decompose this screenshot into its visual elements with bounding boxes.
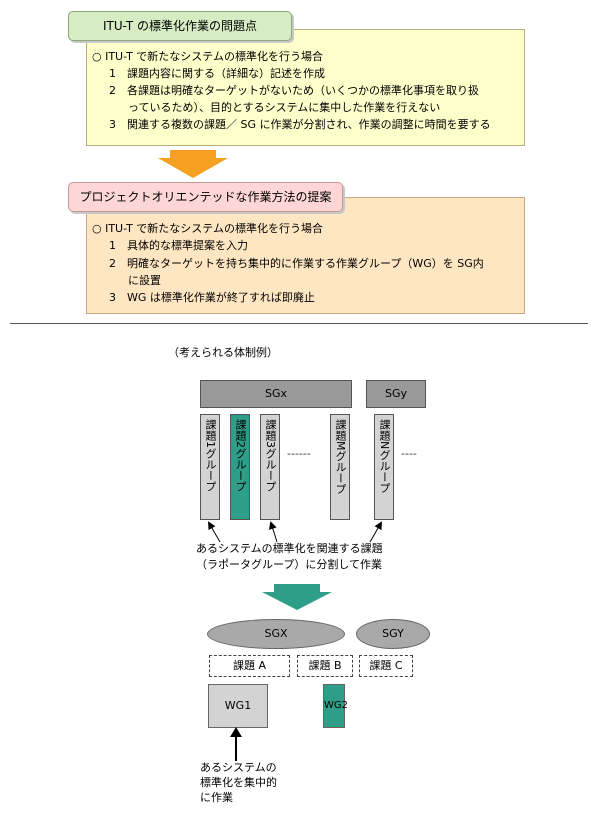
problems-line-4: っているため）、目的とするシステムに集中した作業を行えない	[128, 101, 441, 114]
proposal-line-2: 1 具体的な標準提案を入力	[109, 239, 248, 252]
wg2-box: WG2	[323, 684, 348, 728]
topic-group-m: 課題Mグループ	[330, 414, 350, 520]
topic-group-2-label: 課題2グループ	[234, 419, 247, 492]
proposal-panel	[86, 197, 525, 314]
sgy-ellipse: SGY	[356, 619, 430, 649]
topic-group-n-label: 課題Nグループ	[378, 419, 391, 494]
proposal-title: プロジェクトオリエンテッドな作業方法の提案	[68, 182, 343, 212]
topic-a-box: 課題 A	[209, 655, 290, 677]
problems-line-5: 3 関連する複数の課題／ SG に作業が分割され、作業の調整に時間を要する	[109, 118, 491, 131]
proposal-line-5: 3 WG は標準化作業が終了すれば即廃止	[109, 291, 315, 304]
proposal-line-3: 2 明確なターゲットを持ち集中的に作業する作業グループ（WG）を SG内	[109, 257, 484, 270]
ellipsis-dashes-2: ----	[401, 447, 417, 460]
ellipsis-dashes-1: ------	[287, 447, 311, 460]
topic-group-m-label: 課題Mグループ	[334, 419, 347, 495]
wg1-box: WG1	[208, 684, 268, 728]
topic-group-3-label: 課題3グループ	[264, 419, 277, 492]
problems-title: ITU-T の標準化作業の問題点	[68, 11, 292, 41]
before-caption-line-1: あるシステムの標準化を関連する課題	[196, 542, 383, 555]
before-caption-line-2: （ラポータグループ）に分割して作業	[196, 558, 383, 571]
topic-group-1-label: 課題1グループ	[204, 419, 217, 492]
sgx-bar: SGx	[200, 380, 352, 408]
topic-group-2: 課題2グループ	[230, 414, 250, 520]
topic-b-box: 課題 B	[297, 655, 353, 677]
down-arrow-orange	[158, 150, 228, 178]
problems-line-2: 1 課題内容に関する（詳細な）記述を作成	[109, 67, 325, 80]
down-arrow-teal	[262, 584, 332, 610]
topic-group-n: 課題Nグループ	[374, 414, 394, 520]
sgy-bar: SGy	[366, 380, 426, 408]
structure-label: （考えられる体制例）	[168, 346, 278, 359]
wg1-pointer-arrow	[230, 727, 242, 761]
proposal-line-4: に設置	[128, 274, 161, 287]
sgx-ellipse: SGX	[207, 619, 345, 649]
after-caption-line-3: に作業	[200, 791, 233, 804]
topic-group-1: 課題1グループ	[200, 414, 220, 520]
topic-c-box: 課題 C	[359, 655, 413, 677]
after-caption-line-1: あるシステムの	[200, 761, 277, 774]
problems-line-3: 2 各課題は明確なターゲットがないため（いくつかの標準化事項を取り扱	[109, 84, 479, 97]
problems-line-1: ○ ITU-T で新たなシステムの標準化を行う場合	[92, 50, 323, 63]
after-caption-line-2: 標準化を集中的	[200, 776, 277, 789]
topic-group-3: 課題3グループ	[260, 414, 280, 520]
problems-panel	[86, 29, 525, 146]
section-divider	[10, 323, 588, 324]
proposal-line-1: ○ ITU-T で新たなシステムの標準化を行う場合	[92, 222, 323, 235]
